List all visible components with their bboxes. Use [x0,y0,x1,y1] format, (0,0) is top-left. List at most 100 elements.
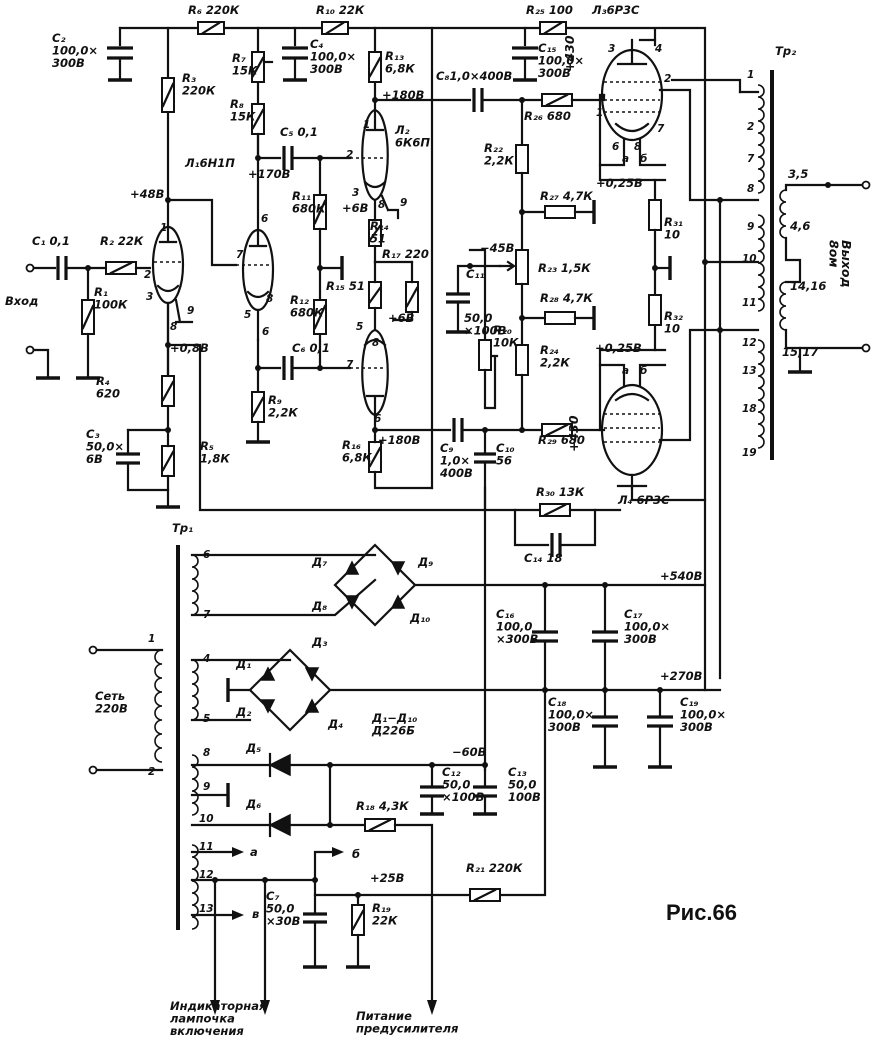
label-r27: R₂₇ 4,7К [540,189,593,203]
pin-label: 3 [146,291,153,303]
resistor-r15 [368,260,382,332]
label-d7: Д₇ [311,555,327,569]
pin-label: 7 [346,359,354,371]
label-r25: R₂₅ 100 [526,3,573,17]
resistor-r1 [76,266,100,380]
tube-l2-lower [350,328,389,432]
label-r23: R₂₃ 1,5К [538,261,591,275]
label-d6: Д₆ [245,797,261,811]
resistor-r30 [483,503,622,517]
label-d1: Д₁ [235,657,251,671]
resistor-r11 [313,194,327,370]
capacitor-c11 [446,264,472,334]
resistor-r9 [246,391,270,444]
label-r28: R₂₈ 4,7К [540,291,593,305]
label-d9: Д₉ [417,555,433,569]
resistor-r18 [364,818,434,1002]
pin-label: 1 [596,107,603,119]
capacitor-c13 [473,763,497,816]
figure-label: Рис.66 [666,900,737,925]
pin-label: 11 [199,841,214,853]
tube-l2-upper [350,108,400,220]
capacitor-c19 [647,688,673,769]
resistor-r26 [541,93,606,107]
resistor-r14 [368,219,382,264]
pin-label: б [640,153,647,165]
resistor-r10 [321,21,349,35]
label-c8: C₈1,0×400В [436,69,512,83]
tube-l4-output [598,328,722,490]
label-r15: R₁₅ 51 [326,279,365,293]
pin-label: 7 [236,249,244,261]
pin-label: 2 [148,766,155,778]
resistor-r6 [197,21,225,35]
label-p180b: +180В [378,433,421,447]
pin-label: 9 [400,197,407,209]
pin-label: 3 [352,187,359,199]
label-c11v: 50,0×100В [464,311,507,338]
label-l4: Л₄ 6Р3С [617,493,670,507]
input-terminal [25,256,107,280]
pin-label: 2 [664,73,671,85]
label-c11: C₁₁ [466,267,485,281]
pin-label: 7 [747,153,755,165]
pin-label: 6 [612,141,619,153]
label-r18: R₁₈ 4,3К [356,799,409,813]
pin-label: 8 [170,321,177,333]
pin-label: а [622,153,629,165]
capacitor-c16 [532,583,558,692]
capacitor-c2 [107,46,133,82]
pin-label: 7 [203,609,211,621]
label-r21: R₂₁ 220К [466,861,523,875]
pin-label: 2 [144,269,151,281]
label-t35: 3,5 [788,167,808,181]
label-p25: +25В [370,871,405,885]
capacitor-c3 [116,428,170,492]
capacitor-c8 [373,88,544,112]
resistor-r22 [515,144,529,214]
label-r30: R₃₀ 13К [536,485,585,499]
pin-label: 2 [747,121,754,133]
label-r26: R₂₆ 680 [524,109,571,123]
pin-label: 9 [187,305,194,317]
label-p025b: +0,25В [595,341,642,355]
label-c14: C₁₄ 18 [524,551,563,565]
label-p180a: +180В [382,88,425,102]
tube-l1-triode-b [236,228,275,342]
pin-label: 6 [261,213,268,225]
pin-label: 1 [148,633,155,645]
label-tr2: Тр₂ [775,44,796,58]
pin-label: 8 [378,199,385,211]
label-p48: +48В [130,187,165,201]
capacitor-c14 [513,508,597,557]
label-m60: −60В [452,745,487,759]
input-ground-terminal [25,345,60,380]
pin-label: 7 [657,123,665,135]
pin-label: 8 [266,293,273,305]
pin-label: 13 [199,903,214,915]
pin-label: 13 [742,365,757,377]
capacitor-c18 [592,688,618,769]
pin-label: 19 [742,447,757,459]
resistor-r3 [161,77,175,113]
rotated-labels: Выход8ом+430+430 [562,35,854,452]
label-vyhod: Выход8ом [827,240,855,288]
label-p270: +270В [660,669,703,683]
label-l1: Л₁6Н1П [184,156,235,170]
